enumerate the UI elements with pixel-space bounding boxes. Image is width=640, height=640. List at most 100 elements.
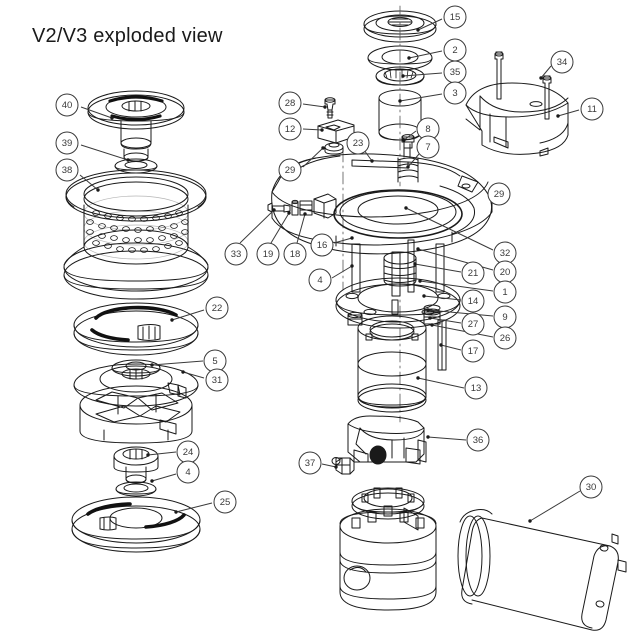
callout-balloon[interactable]: [416, 135, 440, 159]
callout-number: 11: [587, 104, 597, 115]
callout-1[interactable]: 1: [418, 279, 517, 304]
callout-balloon[interactable]: [466, 428, 490, 452]
callout-33[interactable]: 33: [224, 208, 276, 266]
callout-balloon[interactable]: [443, 5, 467, 29]
callout-balloon[interactable]: [346, 131, 370, 155]
callout-balloon[interactable]: [224, 242, 248, 266]
callout-number: 18: [290, 249, 301, 260]
callout-number: 28: [285, 98, 296, 109]
leader-line: [403, 130, 417, 141]
leader-line: [239, 209, 275, 244]
callout-27[interactable]: 27: [428, 312, 485, 336]
callout-balloon[interactable]: [308, 268, 332, 292]
part-24-hub: [113, 446, 159, 484]
part-25-clutch-cone-lower: [71, 496, 201, 553]
leader-line: [423, 295, 462, 301]
callout-balloon[interactable]: [55, 93, 79, 117]
callout-balloon[interactable]: [580, 97, 604, 121]
callout-12[interactable]: 12: [278, 117, 324, 141]
callout-balloon[interactable]: [310, 233, 334, 257]
leader-tip: [422, 294, 426, 298]
callout-23[interactable]: 23: [346, 131, 374, 163]
callout-38[interactable]: 38: [55, 158, 100, 192]
callout-balloon[interactable]: [256, 242, 280, 266]
callout-36[interactable]: 36: [426, 428, 490, 452]
callout-22[interactable]: 22: [170, 296, 229, 322]
leader-tip: [428, 316, 432, 320]
callout-balloon[interactable]: [461, 339, 485, 363]
callout-4[interactable]: 4: [150, 460, 200, 484]
leader-line: [296, 213, 306, 244]
leader-tip: [320, 128, 324, 132]
callout-35[interactable]: 35: [401, 60, 467, 84]
callout-13[interactable]: 13: [416, 376, 488, 400]
callout-balloon[interactable]: [205, 296, 229, 320]
callout-balloon[interactable]: [176, 460, 200, 484]
callout-balloon[interactable]: [487, 182, 511, 206]
callout-balloon[interactable]: [205, 368, 229, 392]
callout-number: 13: [471, 383, 482, 394]
leader-tip: [398, 99, 402, 103]
callout-number: 30: [586, 482, 597, 493]
callout-17[interactable]: 17: [439, 339, 485, 363]
callout-37[interactable]: 37: [298, 451, 338, 475]
leader-line: [302, 128, 323, 131]
part-28-screw: [324, 97, 336, 119]
callout-balloon[interactable]: [55, 158, 79, 182]
leader-line: [414, 263, 462, 273]
callout-balloon[interactable]: [464, 376, 488, 400]
callout-11[interactable]: 11: [556, 97, 604, 121]
leader-line: [80, 106, 113, 119]
leader-line: [333, 237, 353, 244]
callout-4[interactable]: 4: [308, 264, 354, 292]
callout-18[interactable]: 18: [283, 212, 307, 266]
callout-balloon[interactable]: [493, 280, 517, 304]
callout-32[interactable]: 32: [404, 206, 517, 265]
callout-8[interactable]: 8: [402, 117, 440, 142]
callout-number: 7: [425, 142, 430, 153]
callout-balloon[interactable]: [278, 117, 302, 141]
callout-7[interactable]: 7: [406, 135, 440, 169]
callout-9[interactable]: 9: [426, 305, 517, 329]
callout-balloon[interactable]: [213, 490, 237, 514]
callout-balloon[interactable]: [461, 289, 485, 313]
leader-line: [80, 144, 129, 161]
callout-25[interactable]: 25: [174, 490, 237, 514]
callout-34[interactable]: 34: [539, 50, 574, 80]
callout-16[interactable]: 16: [310, 233, 354, 257]
callout-number: 23: [353, 138, 364, 149]
callout-balloon[interactable]: [550, 50, 574, 74]
callout-balloon[interactable]: [298, 451, 322, 475]
callout-balloon[interactable]: [55, 131, 79, 155]
leader-tip: [170, 318, 174, 322]
leader-tip: [146, 453, 150, 457]
callout-29[interactable]: 29: [278, 146, 325, 182]
center-axis: [342, 5, 401, 423]
callout-balloon[interactable]: [278, 91, 302, 115]
callout-14[interactable]: 14: [422, 289, 485, 313]
callout-balloon[interactable]: [493, 326, 517, 350]
callout-balloon[interactable]: [461, 312, 485, 336]
part-assembled-gearbox: [339, 487, 437, 611]
leader-tip: [350, 264, 354, 268]
callout-24[interactable]: 24: [146, 440, 200, 464]
callout-3[interactable]: 3: [398, 81, 467, 105]
callout-31[interactable]: 31: [181, 368, 229, 392]
callout-15[interactable]: 15: [416, 5, 467, 32]
callout-balloon[interactable]: [443, 81, 467, 105]
callout-26[interactable]: 26: [430, 323, 517, 350]
callout-28[interactable]: 28: [278, 91, 327, 115]
callout-balloon[interactable]: [283, 242, 307, 266]
callout-number: 4: [185, 467, 190, 478]
part-19-washer-small: [291, 199, 299, 216]
callout-balloon[interactable]: [278, 158, 302, 182]
callout-21[interactable]: 21: [413, 261, 485, 285]
callout-40[interactable]: 40: [55, 93, 114, 120]
callout-balloon[interactable]: [461, 261, 485, 285]
callout-39[interactable]: 39: [55, 131, 130, 162]
callout-30[interactable]: 30: [528, 475, 603, 523]
callout-29[interactable]: 29: [487, 182, 511, 206]
callout-19[interactable]: 19: [256, 211, 291, 266]
callout-2[interactable]: 2: [407, 38, 467, 62]
callout-balloon[interactable]: [579, 475, 603, 499]
